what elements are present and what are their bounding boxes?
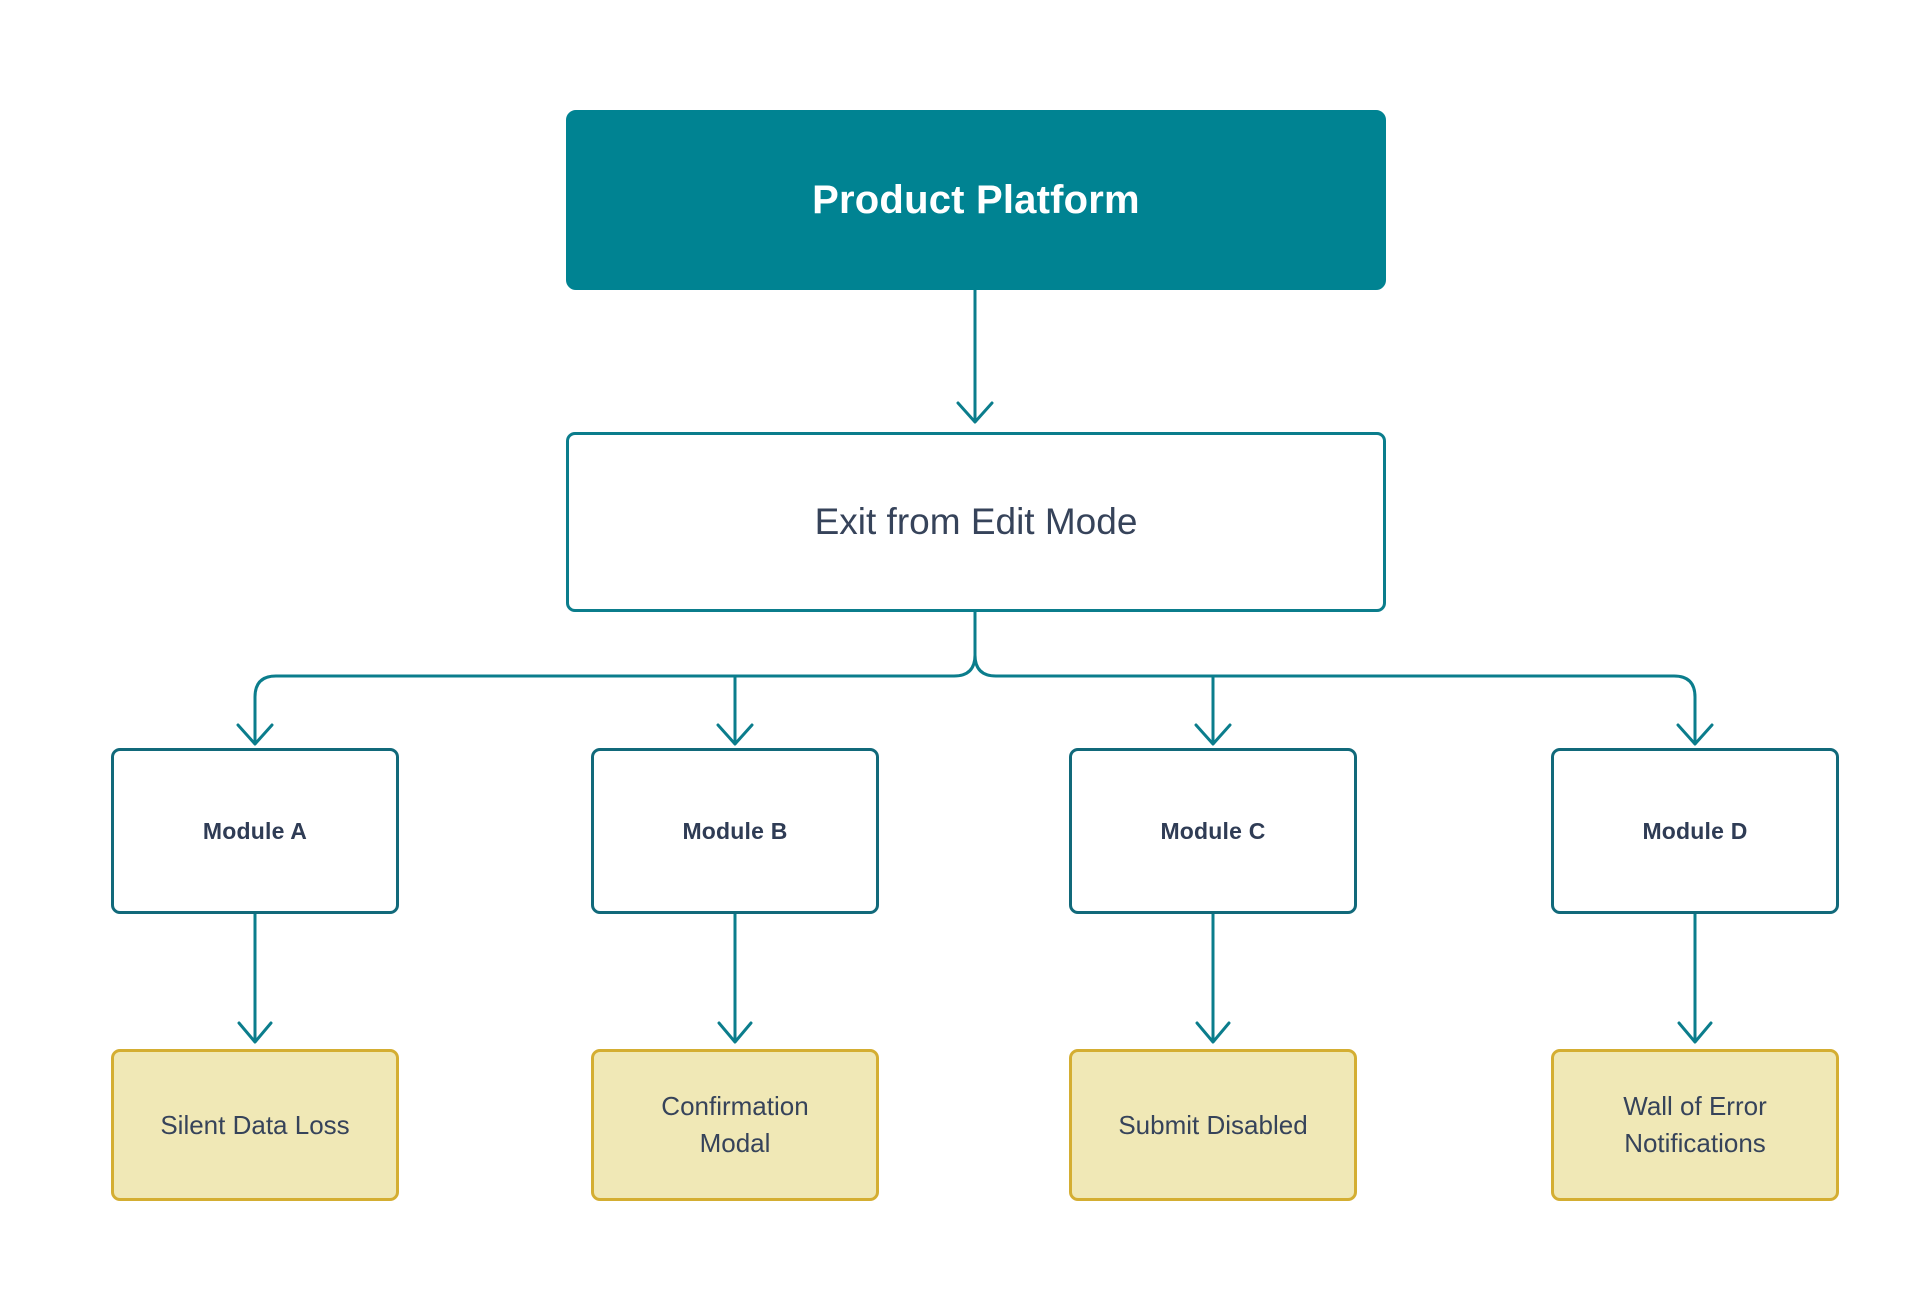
node-module-a-label: Module A: [202, 817, 308, 844]
node-submit-disabled[interactable]: Submit Disabled: [1069, 1049, 1357, 1201]
node-module-b-label: Module B: [682, 817, 788, 844]
node-submit-disabled-label: Submit Disabled: [1072, 1107, 1354, 1144]
node-module-b[interactable]: Module B: [591, 748, 879, 914]
outcome-line-1: Wall of Error: [1623, 1091, 1767, 1122]
node-wall-of-error-notifications-label: Wall of Error Notifications: [1554, 1088, 1836, 1162]
edge-module-c-to-outcome: [1195, 914, 1231, 1044]
edge-module-d-to-outcome: [1677, 914, 1713, 1044]
node-module-c-label: Module C: [1160, 817, 1266, 844]
node-silent-data-loss[interactable]: Silent Data Loss: [111, 1049, 399, 1201]
node-confirmation-modal[interactable]: Confirmation Modal: [591, 1049, 879, 1201]
node-product-platform-label: Product Platform: [812, 177, 1140, 222]
node-wall-of-error-notifications[interactable]: Wall of Error Notifications: [1551, 1049, 1839, 1201]
edge-root-to-process: [956, 288, 994, 424]
node-product-platform[interactable]: Product Platform: [566, 110, 1386, 290]
outcome-line-1: Submit Disabled: [1118, 1109, 1308, 1140]
edge-process-fanout-bus: [236, 612, 1714, 746]
node-exit-edit-mode-label: Exit from Edit Mode: [814, 501, 1138, 542]
outcome-line-2: Notifications: [1624, 1128, 1766, 1158]
node-exit-edit-mode[interactable]: Exit from Edit Mode: [566, 432, 1386, 612]
outcome-line-1: Confirmation: [661, 1091, 809, 1122]
edge-module-a-to-outcome: [237, 914, 273, 1044]
node-module-a[interactable]: Module A: [111, 748, 399, 914]
node-module-d-label: Module D: [1642, 817, 1748, 844]
outcome-line-2: Modal: [699, 1128, 771, 1158]
node-module-d[interactable]: Module D: [1551, 748, 1839, 914]
edge-module-b-to-outcome: [717, 914, 753, 1044]
node-module-c[interactable]: Module C: [1069, 748, 1357, 914]
node-silent-data-loss-label: Silent Data Loss: [114, 1107, 396, 1144]
outcome-line-1: Silent Data Loss: [160, 1109, 350, 1140]
node-confirmation-modal-label: Confirmation Modal: [594, 1088, 876, 1162]
